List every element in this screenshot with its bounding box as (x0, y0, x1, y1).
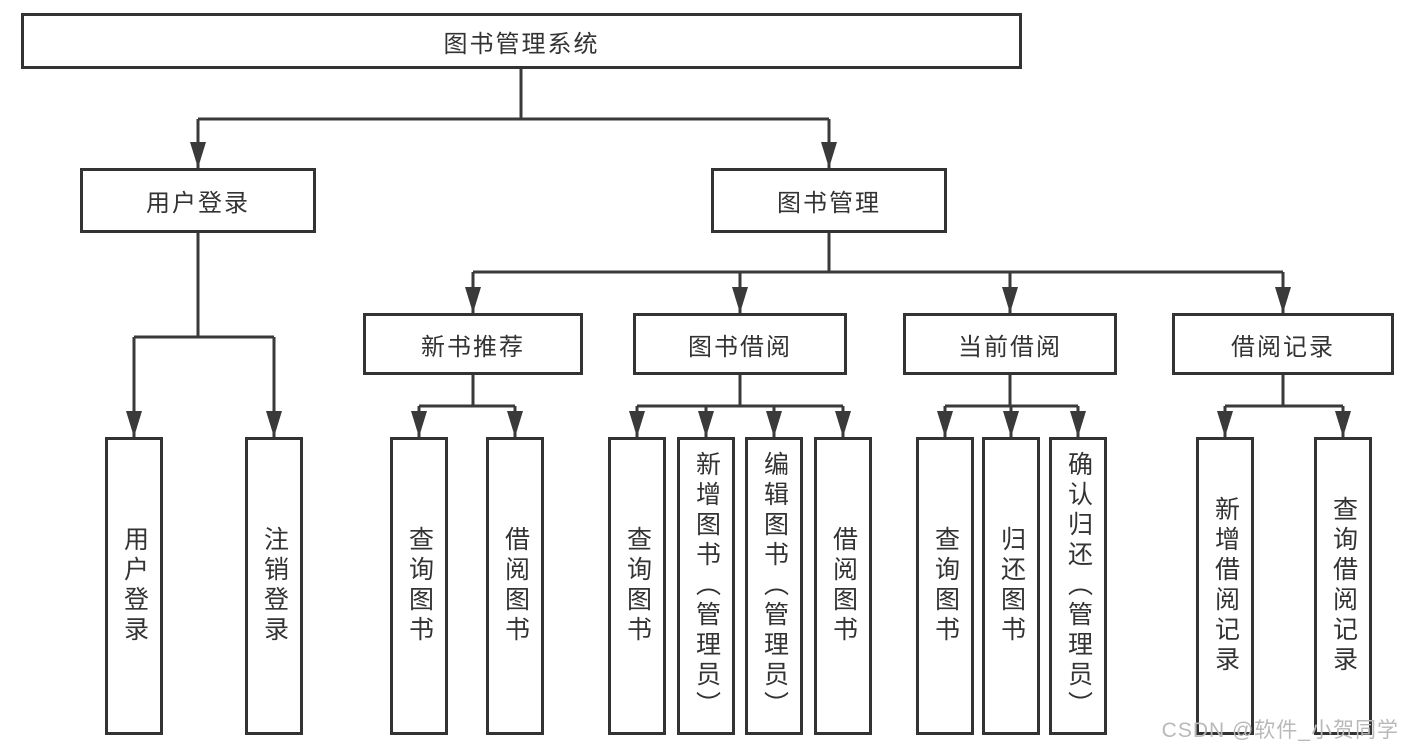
node-borrow-record-label: 借阅记录 (1231, 333, 1335, 361)
node-user-login-label: 用户登录 (146, 190, 250, 217)
arrowhead (1275, 287, 1291, 313)
leaf-query-book-borrow-label: 查询图书 (623, 526, 652, 646)
watermark-text: CSDN @软件_小贺同学 (1161, 719, 1399, 742)
node-borrow-record: 借阅记录 (1172, 313, 1394, 375)
node-library-system-label: 图书管理系统 (443, 30, 600, 58)
leaf-user-login: 用户登录 (105, 437, 163, 735)
leaf-return-book-label: 归还图书 (997, 526, 1026, 646)
arrowhead (698, 411, 714, 437)
node-user-login: 用户登录 (80, 168, 316, 233)
leaf-query-book-current: 查询图书 (916, 437, 974, 735)
arrowhead (266, 411, 282, 437)
connector-book-borrow-to-leaves (635, 375, 845, 437)
arrowheads (126, 142, 1351, 437)
arrowhead (1217, 411, 1233, 437)
node-library-system: 图书管理系统 (21, 13, 1022, 69)
node-new-book-recommend-label: 新书推荐 (421, 333, 525, 361)
leaf-logout-login-label: 注销登录 (260, 526, 289, 646)
arrowhead (732, 287, 748, 313)
leaf-edit-book-admin-label: 编辑图书（管理员） (760, 451, 789, 721)
leaf-borrow-book-label: 借阅图书 (829, 526, 858, 646)
leaf-return-book: 归还图书 (982, 437, 1040, 735)
connector-user-login-to-leaves (132, 233, 276, 437)
leaf-user-login-label: 用户登录 (120, 526, 149, 646)
leaf-edit-book-admin: 编辑图书（管理员） (745, 437, 803, 735)
leaf-confirm-return-admin: 确认归还（管理员） (1049, 437, 1107, 735)
arrowhead (411, 411, 427, 437)
arrowhead (1335, 411, 1351, 437)
node-book-borrow: 图书借阅 (633, 313, 847, 375)
leaf-add-book-admin: 新增图书（管理员） (677, 437, 735, 735)
connector-borrow-record-to-leaves (1223, 375, 1345, 437)
arrowhead (835, 411, 851, 437)
leaf-add-book-admin-label: 新增图书（管理员） (692, 451, 721, 721)
arrowhead (465, 287, 481, 313)
node-current-borrow-label: 当前借阅 (958, 333, 1062, 361)
node-book-management: 图书管理 (711, 168, 947, 233)
arrowhead (190, 142, 206, 168)
leaf-query-book-current-label: 查询图书 (931, 526, 960, 646)
arrowhead (629, 411, 645, 437)
leaf-add-borrow-record-label: 新增借阅记录 (1211, 496, 1240, 676)
leaf-query-borrow-record: 查询借阅记录 (1314, 437, 1372, 735)
leaf-confirm-return-admin-label: 确认归还（管理员） (1064, 451, 1093, 721)
connector-paths (132, 69, 1345, 437)
arrowhead (937, 411, 953, 437)
arrowhead (766, 411, 782, 437)
arrowhead (1070, 411, 1086, 437)
arrowhead (821, 142, 837, 168)
arrowhead (126, 411, 142, 437)
node-book-management-label: 图书管理 (777, 190, 881, 217)
leaf-borrow-book-recommend-label: 借阅图书 (501, 526, 530, 646)
node-current-borrow: 当前借阅 (903, 313, 1117, 375)
arrowhead (1003, 411, 1019, 437)
leaf-query-borrow-record-label: 查询借阅记录 (1329, 496, 1358, 676)
node-book-borrow-label: 图书借阅 (688, 333, 792, 361)
leaf-query-book-borrow: 查询图书 (608, 437, 666, 735)
connector-book-management-to-level3 (471, 233, 1285, 313)
leaf-borrow-book: 借阅图书 (814, 437, 872, 735)
connector-new-book-to-leaves (417, 375, 517, 437)
leaf-query-book-recommend-label: 查询图书 (405, 526, 434, 646)
leaf-query-book-recommend: 查询图书 (390, 437, 448, 735)
arrowhead (1002, 287, 1018, 313)
arrowhead (507, 411, 523, 437)
connector-root-to-level2 (196, 69, 831, 168)
leaf-add-borrow-record: 新增借阅记录 (1196, 437, 1254, 735)
node-new-book-recommend: 新书推荐 (363, 313, 583, 375)
leaf-borrow-book-recommend: 借阅图书 (486, 437, 544, 735)
leaf-logout-login: 注销登录 (245, 437, 303, 735)
